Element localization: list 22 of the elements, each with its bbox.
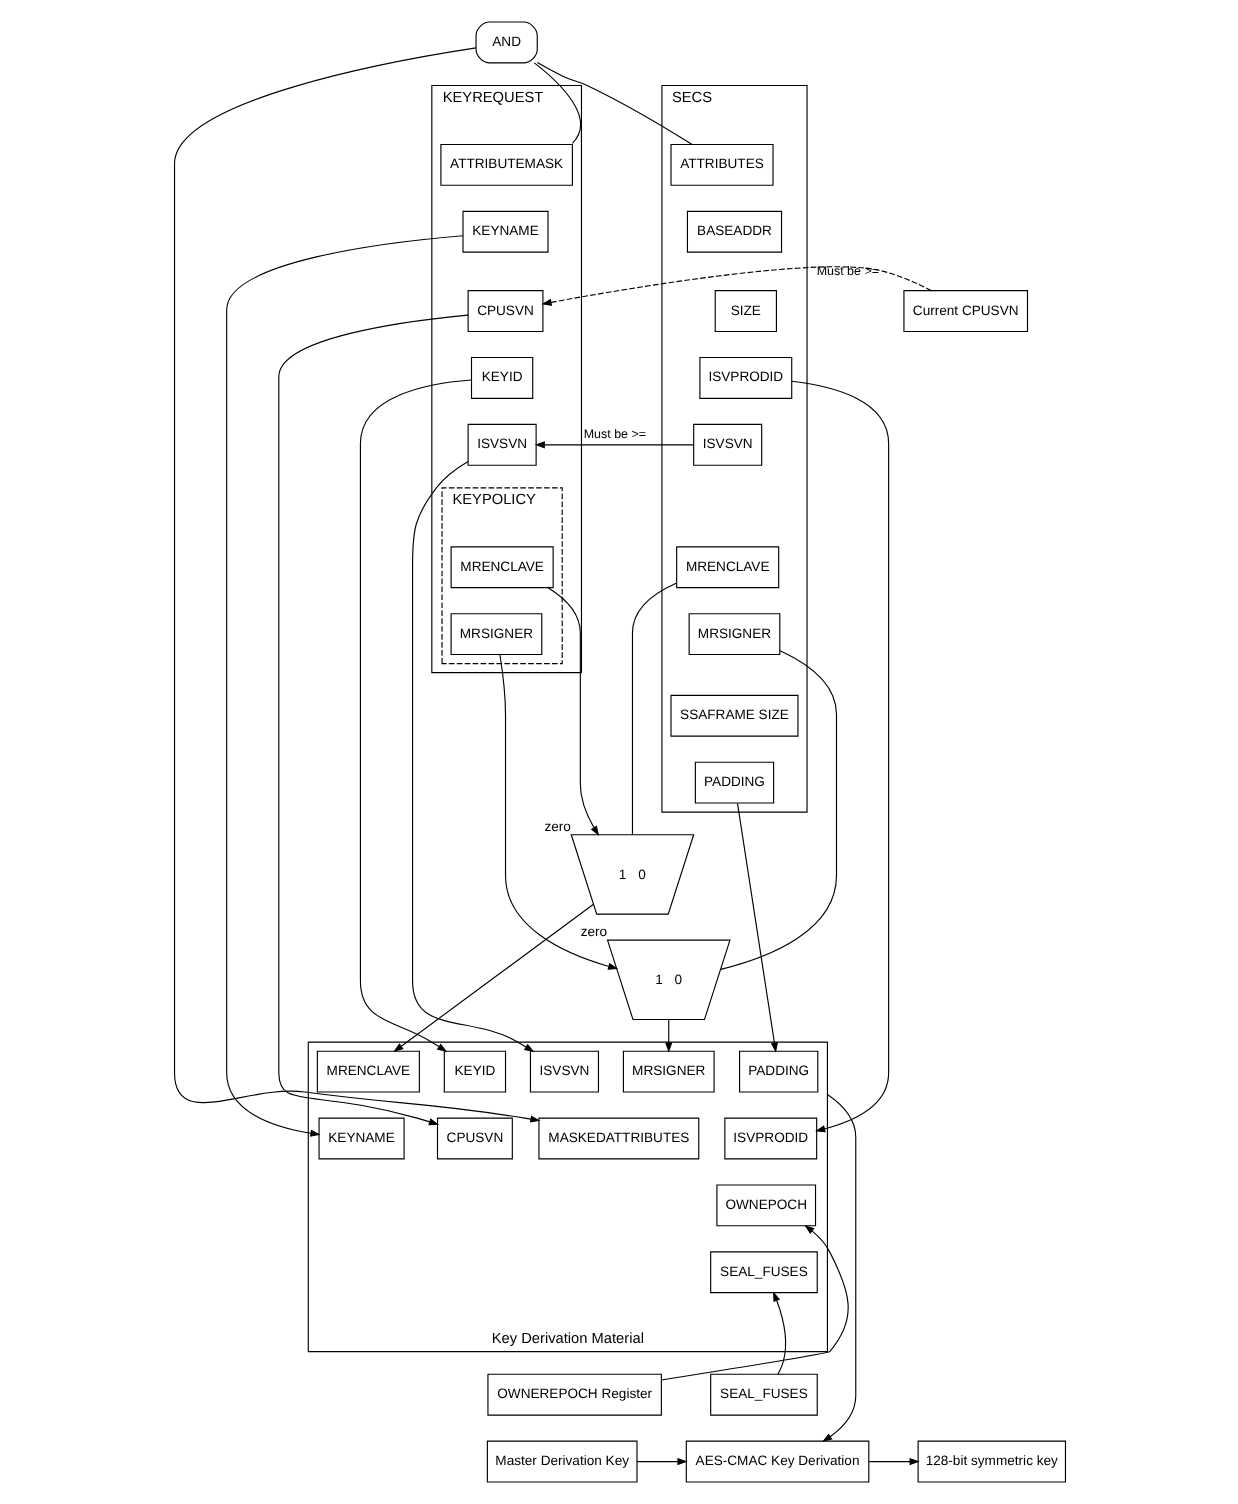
arrow <box>735 802 777 1053</box>
arrow <box>411 460 534 1053</box>
arrow <box>392 903 594 1053</box>
arrow <box>533 441 694 449</box>
arrow <box>664 1019 672 1053</box>
arrow <box>498 654 618 970</box>
connector <box>719 650 837 970</box>
arrow <box>867 1458 919 1466</box>
connector <box>532 62 581 144</box>
arrow <box>546 587 599 836</box>
arrow <box>821 1093 856 1443</box>
arrow <box>225 235 463 1137</box>
arrow <box>358 379 471 1053</box>
arrow <box>790 380 889 1133</box>
arrow <box>772 1291 786 1375</box>
arrow <box>277 314 468 1126</box>
arrow <box>659 1225 848 1381</box>
connector <box>535 62 692 145</box>
connector <box>630 582 676 836</box>
arrow <box>540 266 931 306</box>
arrow <box>172 47 540 1123</box>
arrow <box>635 1458 687 1466</box>
